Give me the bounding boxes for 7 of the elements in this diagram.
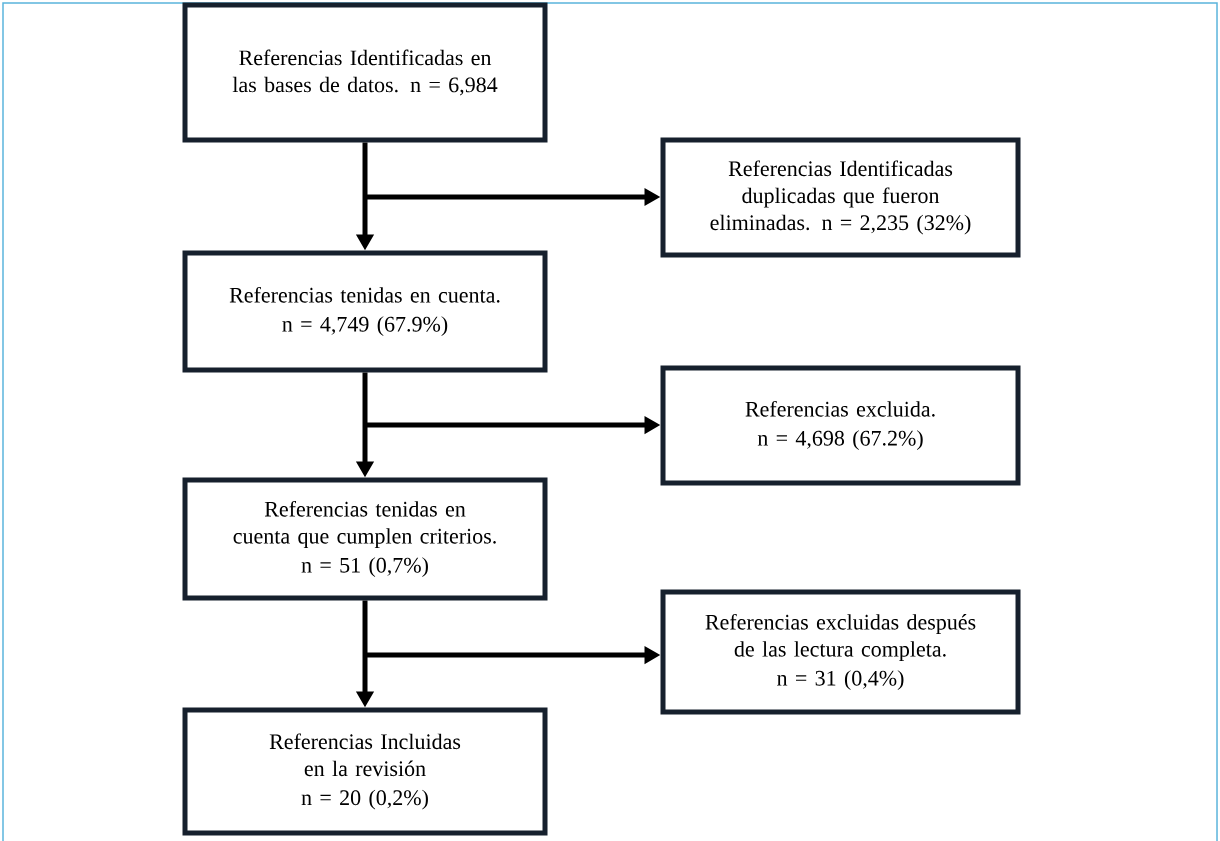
process-box: Referencias excluida. n = 4,698 (67.2%): [660, 365, 1021, 486]
process-box: Referencias excluidas después de las lectura completa. n = 31 (0,4%): [660, 589, 1021, 715]
process-box: Referencias Identificadas en las bases de datos. n = 6,984: [182, 2, 548, 143]
process-box: Referencias Incluidas en la revisión n = 20 (0,2%): [182, 707, 548, 836]
process-box: Referencias tenidas en cuenta. n = 4,749 (67.9%): [182, 250, 548, 373]
process-box: Referencias tenidas en cuenta que cumplen criterios. n = 51 (0,7%): [182, 477, 548, 601]
process-box: Referencias Identificadas duplicadas que fueron eliminadas. n = 2,235 (32%): [660, 137, 1021, 258]
